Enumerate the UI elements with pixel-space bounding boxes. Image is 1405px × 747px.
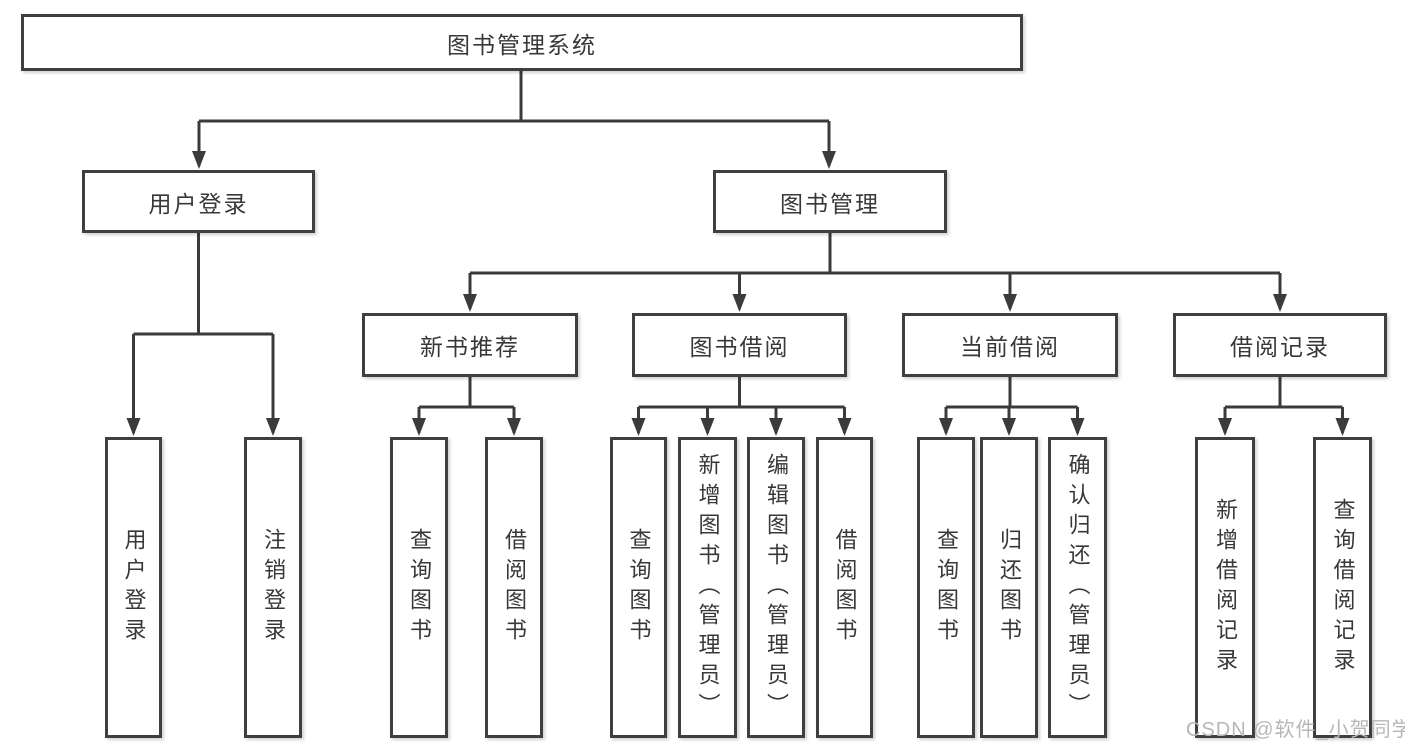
- leaf-query-borrow-record: 查询借阅记录: [1313, 437, 1372, 738]
- node-current-borrowing: 当前借阅: [902, 313, 1118, 377]
- node-label: 查询图书: [934, 527, 959, 648]
- node-label: 新书推荐: [420, 334, 520, 360]
- leaf-return-book: 归还图书: [980, 437, 1038, 738]
- node-label: 确认归还（管理员）: [1065, 452, 1091, 723]
- node-label: 图书管理系统: [447, 31, 597, 58]
- node-library-management-system: 图书管理系统: [21, 14, 1023, 71]
- node-borrowing-records: 借阅记录: [1173, 313, 1387, 377]
- node-label: 查询图书: [407, 527, 432, 648]
- node-label: 归还图书: [997, 527, 1022, 648]
- leaf-add-borrow-record: 新增借阅记录: [1195, 437, 1255, 738]
- node-label: 图书借阅: [689, 334, 790, 360]
- leaf-borrow-books-borrowing: 借阅图书: [816, 437, 873, 738]
- node-label: 注销登录: [261, 527, 286, 648]
- leaf-add-book-admin: 新增图书（管理员）: [678, 437, 737, 738]
- node-label: 新增借阅记录: [1213, 497, 1238, 678]
- node-book-management: 图书管理: [713, 170, 947, 233]
- leaf-user-login: 用户登录: [105, 437, 162, 738]
- node-user-login: 用户登录: [82, 170, 315, 233]
- leaf-query-books-borrowing: 查询图书: [610, 437, 667, 738]
- node-label: 用户登录: [148, 190, 249, 217]
- node-label: 查询图书: [626, 527, 652, 648]
- node-label: 用户登录: [121, 527, 147, 648]
- leaf-query-books-recommend: 查询图书: [390, 437, 448, 738]
- node-label: 编辑图书（管理员）: [764, 452, 789, 723]
- node-label: 借阅记录: [1230, 334, 1330, 360]
- node-label: 借阅图书: [502, 527, 527, 648]
- leaf-borrow-books-recommend: 借阅图书: [485, 437, 543, 738]
- connector-arrows: [126, 121, 1350, 436]
- leaf-confirm-return-admin: 确认归还（管理员）: [1048, 437, 1107, 738]
- node-label: 借阅图书: [832, 527, 858, 648]
- node-label: 当前借阅: [960, 334, 1060, 360]
- node-new-book-recommendation: 新书推荐: [362, 313, 578, 377]
- node-book-borrowing: 图书借阅: [632, 313, 847, 377]
- leaf-logout: 注销登录: [244, 437, 302, 738]
- csdn-watermark: CSDN @软件_小贺同学: [1186, 719, 1405, 741]
- node-label: 新增图书（管理员）: [695, 452, 721, 723]
- leaf-query-books-current: 查询图书: [917, 437, 975, 738]
- node-label: 图书管理: [780, 190, 880, 217]
- leaf-edit-book-admin: 编辑图书（管理员）: [747, 437, 805, 738]
- node-label: 查询借阅记录: [1330, 497, 1356, 678]
